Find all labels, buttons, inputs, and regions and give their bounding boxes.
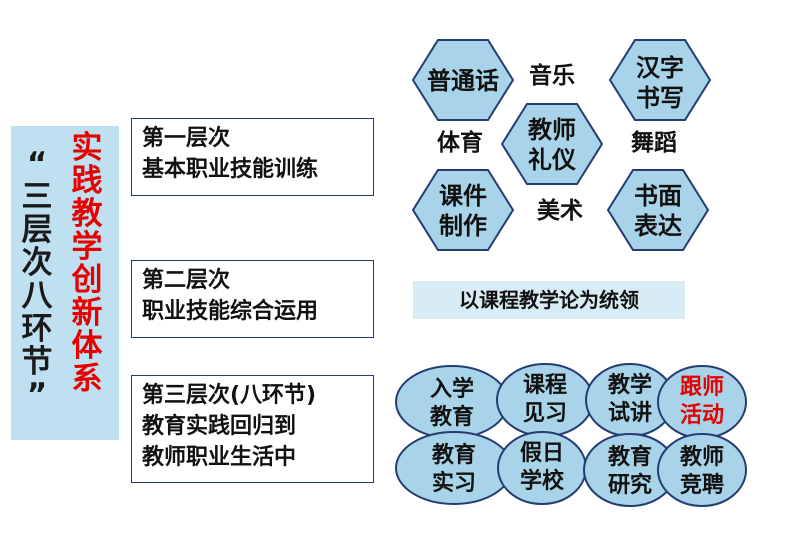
curriculum-banner: 以课程教学论为统领 [413,281,685,319]
hexagon-label: 书写 [636,84,684,112]
title-char: 环 [21,311,53,347]
hexagon-label: 表达 [634,212,682,240]
hexagon-label: 制作 [439,212,487,240]
skills-hexagon-cluster: 普通话 汉字 书写 教师 礼仪 课件 制作 书面 表达 音乐 体育 舞蹈 美术 [411,39,712,251]
oval-jiaoyu-yanjiu: 教育 研究 [583,433,677,507]
oval-jiaoyu-shixi: 教育 实习 [395,431,513,505]
title-char: 层 [21,212,53,248]
oval-label: 教师 [680,444,724,470]
level-1-desc: 基本职业技能训练 [142,157,319,182]
oval-label: 假日 [520,441,564,466]
eight-links-oval-cluster: 入学 教育 课程 见习 教学 试讲 跟师 活动 教育 实习 假日 学校 教育 研… [395,363,747,507]
label-meishu: 美术 [537,197,583,224]
title-char: 实 [71,130,103,166]
oval-label: 入学 [430,376,474,402]
level-3-box: 第三层次(八环节) 教育实践回归到 教师职业生活中 [131,375,374,483]
oval-jiari-xuexiao: 假日 学校 [497,431,587,505]
label-yinyue: 音乐 [529,62,575,89]
oval-label: 教育 [430,404,474,430]
title-panel: “ 三 层 次 八 环 节 ” 实 践 教 学 创 新 体 系 [11,126,119,440]
title-char: 学 [71,229,103,265]
hexagon-shumian-biaoda: 书面 表达 [606,169,710,251]
oval-label: 学校 [520,468,565,494]
title-char: 体 [71,328,103,364]
title-char: “ [26,146,48,182]
oval-label: 教育 [432,442,476,468]
oval-label: 实习 [432,470,476,496]
level-3-desc-2: 教师职业生活中 [142,445,297,470]
oval-label-highlight: 活动 [680,403,724,428]
oval-label: 研究 [608,472,652,498]
label-tiyu: 体育 [437,129,483,156]
oval-kecheng-jianxi: 课程 见习 [496,363,594,437]
oval-ruxue-jiaoyu: 入学 教育 [395,365,509,439]
hexagon-label: 书面 [634,182,682,210]
title-char: 教 [71,196,103,232]
hexagon-hanzi-shuxie: 汉字 书写 [608,39,712,121]
level-2-box: 第二层次 职业技能综合运用 [131,260,374,338]
hexagon-jiaoshi-liyi: 教师 礼仪 [500,103,604,185]
title-char: 系 [71,361,103,397]
oval-label: 教学 [608,372,652,398]
title-char: 新 [71,295,103,331]
level-2-desc: 职业技能综合运用 [142,299,319,324]
title-char: 创 [71,262,103,298]
oval-label: 试讲 [608,401,652,426]
hexagon-putonghua: 普通话 [411,39,515,121]
title-column-quoted: “ 三 层 次 八 环 节 ” [17,148,57,412]
title-char: 节 [21,344,53,380]
oval-genshi-huodong: 跟师 活动 [657,365,747,439]
oval-label: 竞聘 [680,472,724,498]
oval-label: 课程 [523,373,567,398]
hexagon-label: 普通话 [427,67,499,95]
title-char: 三 [21,179,53,215]
title-column-red: 实 践 教 学 创 新 体 系 [67,132,107,396]
title-char: 八 [21,278,53,314]
oval-jiaoxue-shijiang: 教学 试讲 [585,363,675,437]
title-char: ” [26,377,48,413]
title-char: 次 [21,245,53,281]
oval-label: 见习 [523,401,567,426]
level-1-title: 第一层次 [142,126,231,151]
oval-label: 教育 [608,444,652,470]
level-2-title: 第二层次 [142,268,231,293]
level-1-box: 第一层次 基本职业技能训练 [131,118,374,196]
title-char: 践 [71,163,103,199]
hexagon-label: 汉字 [636,54,684,82]
oval-label-highlight: 跟师 [680,374,724,400]
hexagon-kejian-zhizuo: 课件 制作 [411,169,515,251]
hexagon-label: 教师 [528,116,576,144]
label-wudao: 舞蹈 [631,130,677,156]
hexagon-label: 课件 [439,182,487,210]
hexagon-label: 礼仪 [528,146,577,174]
oval-jiaoshi-jingpin: 教师 竞聘 [657,433,747,507]
level-3-desc-1: 教育实践回归到 [142,414,297,439]
level-3-title: 第三层次(八环节) [142,383,317,408]
